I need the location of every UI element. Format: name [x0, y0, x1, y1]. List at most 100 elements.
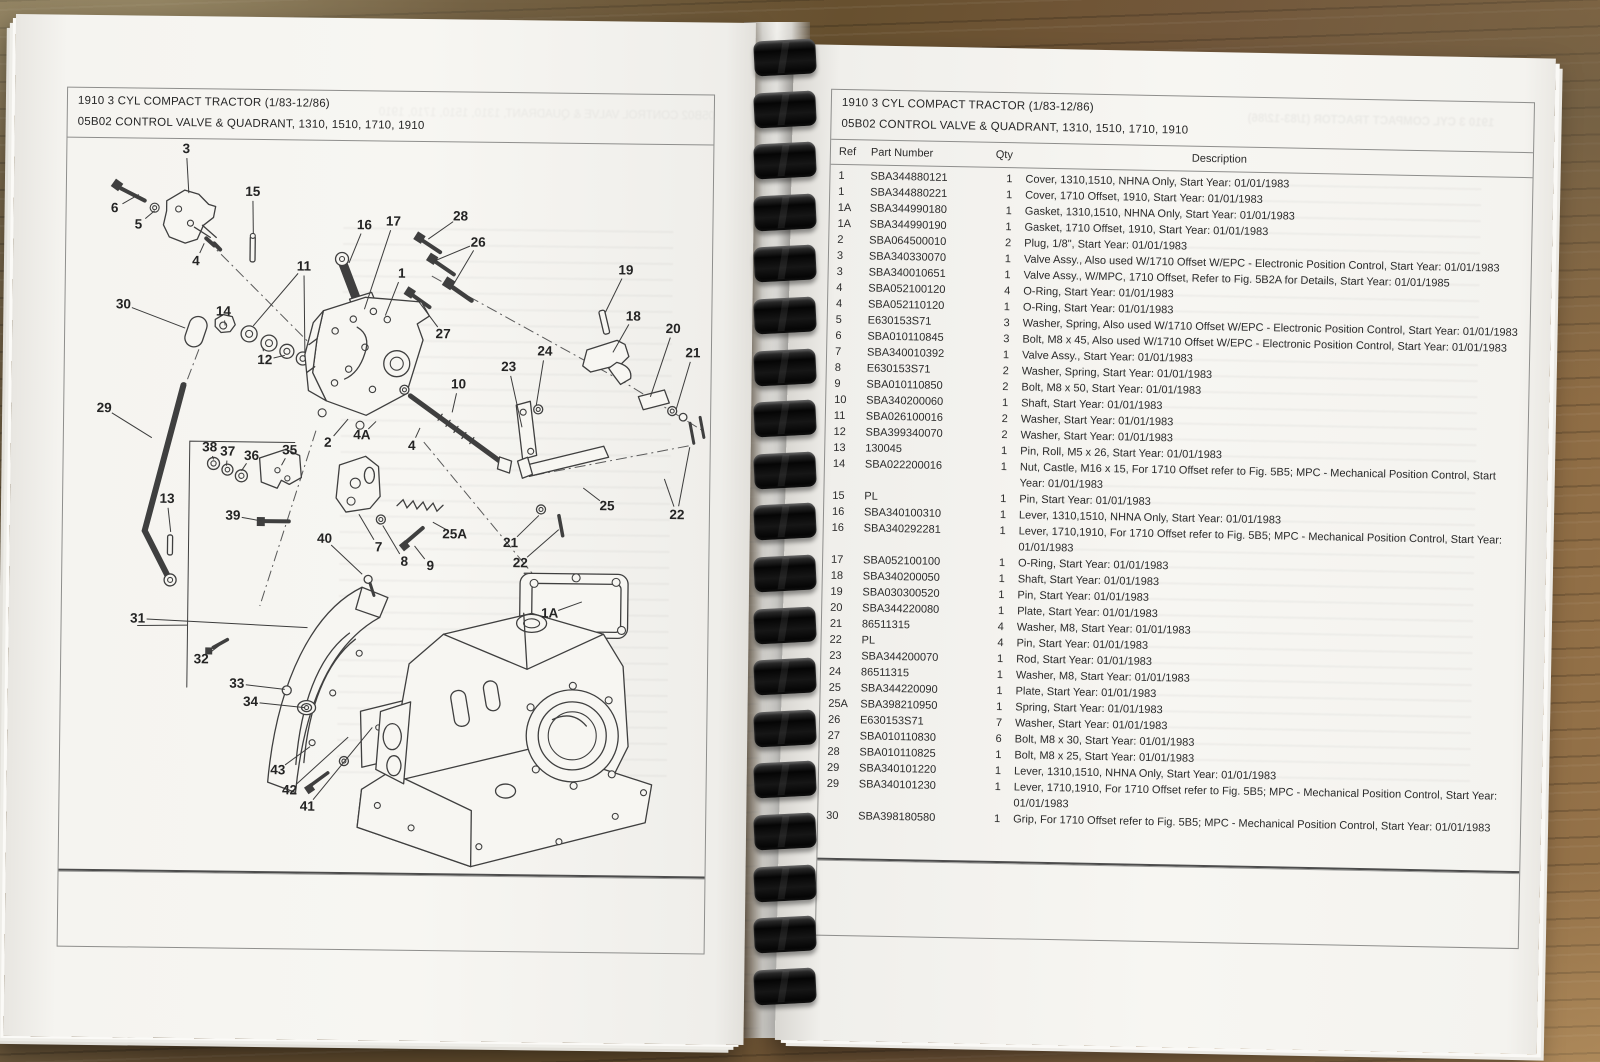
cell-qty: 1: [1005, 221, 1012, 234]
svg-text:10: 10: [451, 376, 466, 391]
link-part23: [515, 400, 544, 460]
shaft-part10: [399, 384, 513, 474]
table-frame: 1910 3 CYL COMPACT TRACTOR (1/83-12/86) …: [814, 88, 1536, 950]
svg-text:27: 27: [436, 326, 451, 341]
svg-text:24: 24: [537, 343, 553, 358]
binding-ring: [753, 347, 817, 387]
cell-ref: 9: [834, 377, 841, 390]
left-footer-box: [57, 870, 705, 954]
cell-ref: 27: [827, 729, 841, 743]
cell-ref: 16: [831, 505, 845, 519]
callout-leader-lines: [111, 158, 691, 800]
cell-ref: 28: [827, 745, 840, 759]
cell-ref: 20: [830, 601, 843, 615]
binding-ring: [753, 399, 817, 438]
right-small-parts: [582, 309, 706, 445]
cell-qty: 1: [1005, 205, 1012, 218]
svg-text:9: 9: [426, 558, 434, 573]
svg-text:3: 3: [183, 141, 191, 156]
svg-text:26: 26: [471, 235, 487, 250]
binding-ring: [753, 38, 817, 77]
svg-text:17: 17: [386, 214, 401, 229]
svg-text:4: 4: [408, 438, 416, 453]
cell-ref: 4: [836, 281, 843, 294]
cell-qty: 2: [1001, 429, 1008, 442]
binding-ring: [753, 967, 817, 1006]
svg-text:34: 34: [243, 694, 259, 709]
cell-qty: 1: [999, 509, 1007, 522]
svg-text:43: 43: [270, 762, 286, 777]
valve-body: [304, 296, 430, 430]
cell-qty: 4: [1004, 285, 1011, 298]
svg-text:42: 42: [282, 782, 297, 797]
cell-ref: 29: [826, 761, 840, 775]
binding-ring: [753, 296, 817, 335]
cell-ref: 12: [833, 425, 846, 439]
cell-qty: 1: [993, 812, 1001, 826]
svg-text:30: 30: [116, 296, 131, 311]
svg-text:23: 23: [501, 359, 517, 374]
cell-ref: 19: [830, 585, 843, 599]
cell-ref: 5: [835, 313, 842, 326]
cell-part: SBA398180580: [858, 810, 936, 824]
binding-ring: [753, 193, 817, 232]
cell-qty: 1: [995, 748, 1002, 762]
col-qty: Qty: [995, 148, 1014, 162]
svg-text:35: 35: [282, 442, 298, 457]
bolts-top-right: [403, 231, 474, 310]
cell-qty: 1: [994, 764, 1002, 778]
svg-text:22: 22: [669, 507, 684, 522]
cell-ref: 30: [826, 809, 839, 822]
cell-ref: 1: [838, 185, 845, 198]
cell-qty: 7: [995, 717, 1003, 730]
cell-ref: 3: [836, 249, 844, 262]
cell-qty: 1: [998, 589, 1005, 602]
svg-text:22: 22: [513, 555, 528, 570]
cell-part: SBA022200016: [864, 458, 943, 472]
svg-text:20: 20: [666, 321, 681, 336]
cell-qty: 2: [1001, 413, 1008, 426]
cell-ref: 24: [828, 665, 842, 679]
lift-housing: [356, 612, 653, 868]
valve-assy7: [335, 455, 444, 552]
cell-ref: 25A: [828, 697, 849, 711]
cell-ref: 6: [835, 329, 842, 342]
binding-ring: [753, 760, 817, 799]
svg-text:4A: 4A: [353, 427, 371, 442]
binding-ring: [753, 657, 817, 696]
cell-ref: 22: [829, 633, 842, 647]
cell-qty: 1: [1004, 269, 1011, 282]
cell-ref: 11: [833, 409, 846, 423]
svg-text:11: 11: [297, 258, 312, 273]
cell-qty: 1: [1003, 301, 1011, 314]
svg-text:18: 18: [626, 308, 642, 323]
figure-frame: 1910 3 CYL COMPACT TRACTOR (1/83-12/86) …: [56, 86, 716, 955]
cell-ref: 23: [829, 649, 842, 663]
svg-text:13: 13: [159, 491, 175, 506]
grip-and-lever: [141, 315, 208, 587]
svg-text:5: 5: [135, 216, 143, 231]
svg-text:36: 36: [244, 448, 260, 463]
svg-text:21: 21: [503, 535, 519, 550]
cell-qty: 1: [1000, 461, 1008, 474]
binding-ring: [753, 605, 817, 645]
cell-qty: 4: [997, 637, 1004, 650]
cell-ref: 3: [836, 265, 843, 278]
cell-part: SBA340292281: [863, 522, 941, 536]
bracket-group: [206, 448, 303, 527]
binding-ring: [753, 554, 817, 593]
bracket-part3: [110, 178, 223, 252]
svg-text:15: 15: [245, 184, 261, 199]
cell-ref: 1: [838, 169, 845, 182]
cell-qty: 1: [999, 525, 1006, 538]
col-part: Part Number: [870, 146, 934, 160]
cell-qty: 1: [997, 605, 1005, 618]
cell-ref: 25: [828, 681, 842, 695]
cell-qty: 3: [1003, 333, 1010, 346]
binding-ring: [753, 812, 817, 851]
svg-text:14: 14: [216, 303, 232, 318]
